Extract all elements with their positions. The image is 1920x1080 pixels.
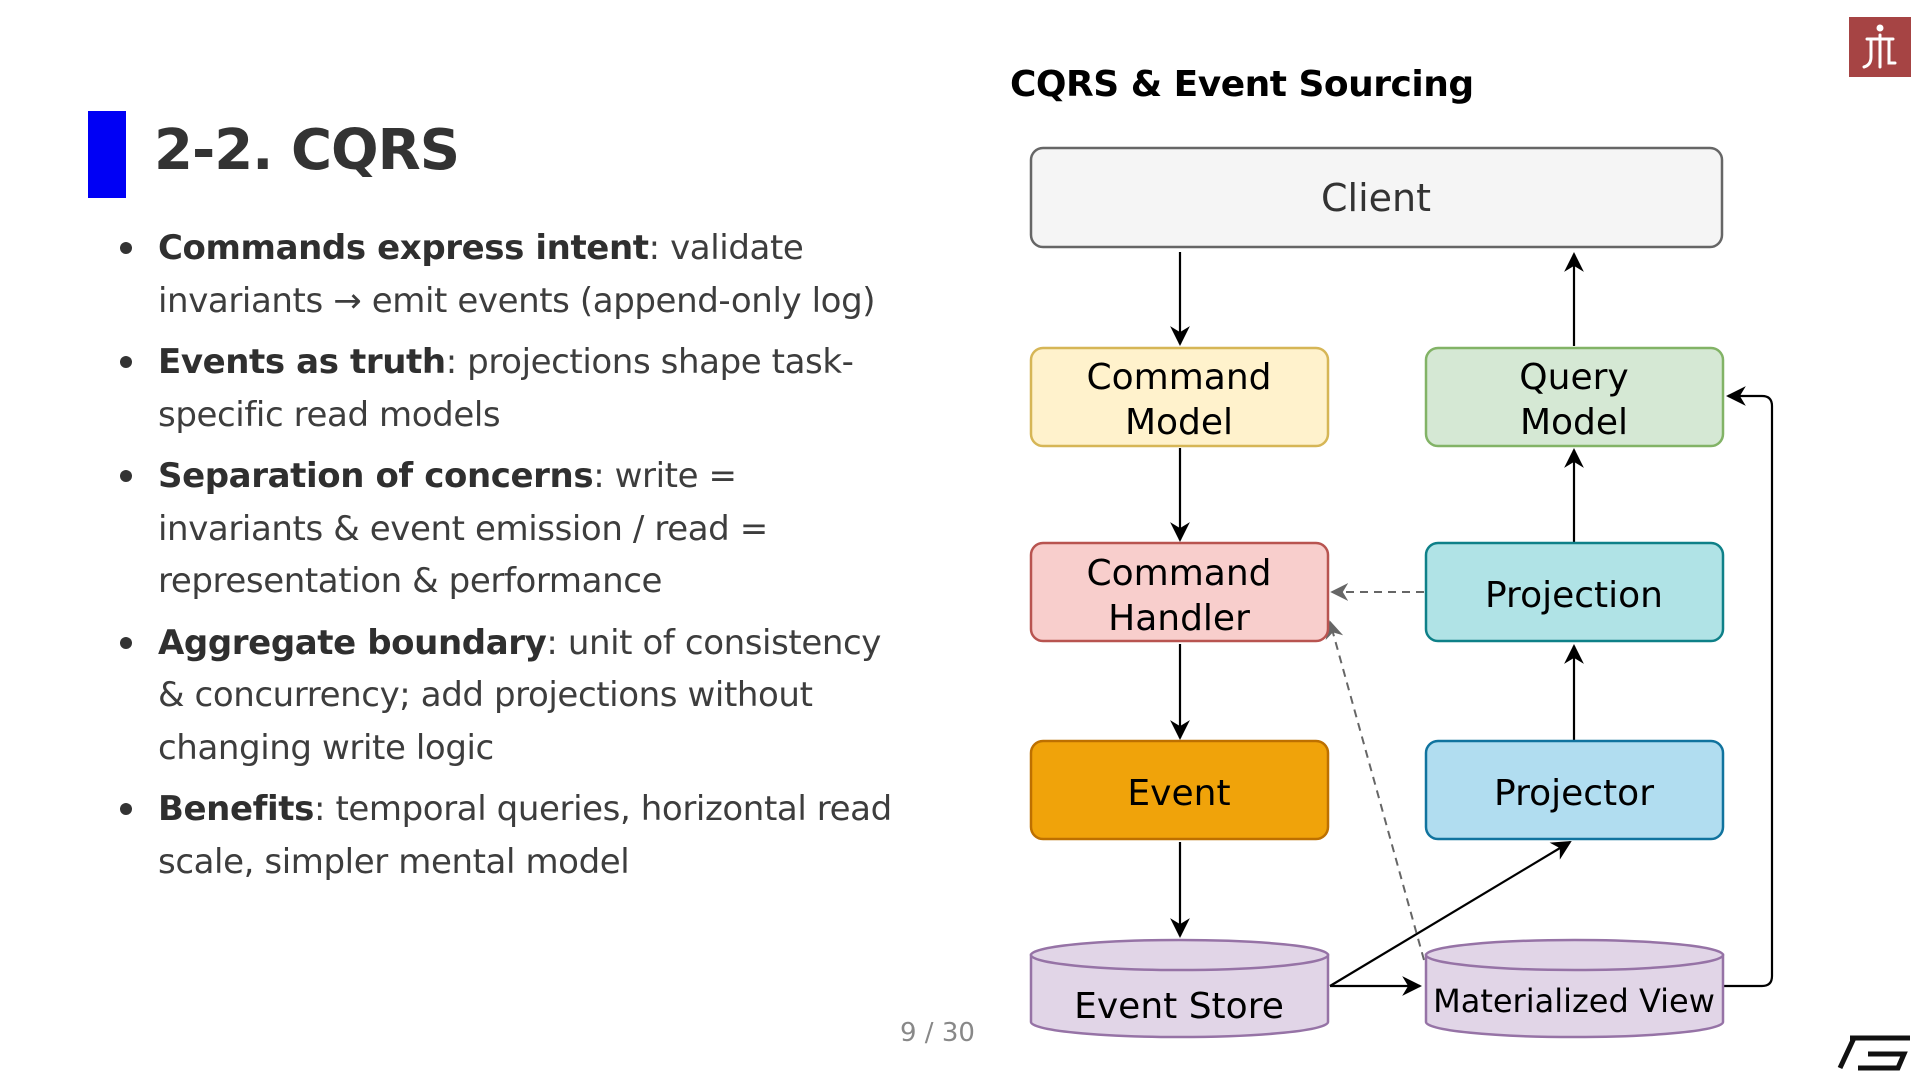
bullet-dot [120,356,132,368]
bullet-dot [120,636,132,649]
event-store-label: Event Store [1074,986,1284,1027]
bullet-list: Commands express intent: validate invari… [110,222,900,897]
projector-node [1424,739,1725,841]
slide-title: 2-2. CQRS [154,118,460,183]
projection-node [1424,541,1725,643]
query-model-label-line1: Query [1519,357,1628,398]
client-label: Client [1321,176,1431,220]
bullet-item: Aggregate boundary: unit of consistency … [110,617,900,775]
client-node [1029,146,1724,249]
bullet-dot [120,470,132,482]
bullet-text: : unit of consistency & concurrency; add… [158,622,882,768]
diagram-title: CQRS & Event Sourcing [1010,64,1474,105]
command-model-node [1029,346,1330,448]
command-model-label-line1: Command [1086,357,1271,398]
bullet-dot [120,803,132,815]
edge-view-handler [1325,620,1425,961]
projector-label: Projector [1494,773,1654,814]
materialized-view-label: Materialized View [1433,982,1715,1020]
bullet-text: : write = invariants & event emission / … [158,456,768,601]
command-model-label-line2: Model [1125,402,1233,443]
bullet-item: Benefits: temporal queries, horizontal r… [110,783,900,888]
event-label: Event [1127,773,1230,814]
bullet-text: : temporal queries, horizontal read scal… [158,789,892,882]
query-model-label-line2: Model [1520,402,1628,443]
command-handler-node [1029,541,1330,643]
bullet-text: : projections shape task-specific read m… [158,342,854,435]
dashed-edges [1325,583,1425,961]
projection-label: Projection [1485,575,1663,616]
bullet-text: : validate invariants → emit events (app… [158,228,876,321]
command-handler-label-line2: Handler [1108,598,1250,639]
bullet-item: Separation of concerns: write = invarian… [110,450,900,608]
bullet-item: Events as truth: projections shape task-… [110,336,900,441]
company-brand-icon [1837,1035,1910,1071]
bullet-bold: Events as truth [158,342,446,382]
page-number: 9 / 30 [900,1018,975,1048]
event-node [1029,739,1330,841]
title-accent-bar [88,111,126,198]
command-handler-label-line1: Command [1086,553,1271,594]
event-store-node [1029,938,1330,1039]
bullet-dot [120,242,132,254]
edge-view-query [1724,386,1774,988]
bullet-item: Commands express intent: validate invari… [110,222,900,327]
bullet-bold: Aggregate boundary [158,622,547,663]
edge-store-projector [1329,840,1572,987]
university-emblem-icon [1849,17,1911,77]
bullet-bold: Separation of concerns [158,456,594,496]
bullet-bold: Benefits [158,789,314,829]
materialized-view-node [1424,938,1725,1039]
query-model-node [1424,346,1725,448]
bullet-bold: Commands express intent [158,228,649,268]
diagram-edges [1170,252,1774,996]
